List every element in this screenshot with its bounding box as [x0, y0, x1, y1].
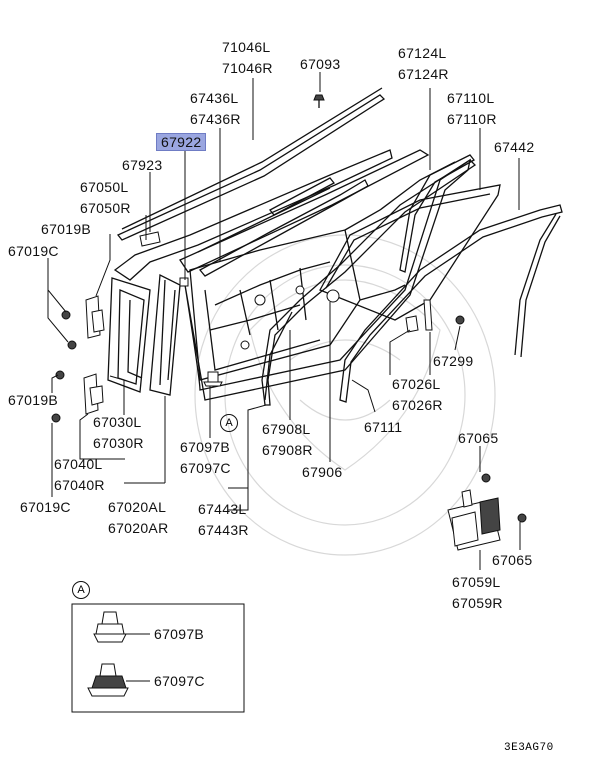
clip-67097-drawing — [203, 371, 223, 387]
label-67923[interactable]: 67923 — [122, 157, 163, 173]
label-67908l[interactable]: 67908L — [262, 421, 311, 437]
door-frame-weatherstrip-drawing — [261, 154, 477, 406]
regulator-motor-drawing — [447, 473, 527, 551]
label-67019b-mid[interactable]: 67019B — [8, 392, 59, 408]
cap-67906-drawing — [326, 289, 340, 303]
label-67030l[interactable]: 67030L — [93, 414, 142, 430]
label-67020al[interactable]: 67020AL — [108, 499, 167, 515]
label-67922-highlighted[interactable]: 67922 — [156, 133, 207, 151]
label-67026l[interactable]: 67026L — [392, 376, 441, 392]
hinge-drawing — [83, 295, 105, 415]
part-67923-drawing — [139, 231, 161, 247]
strip-67908-drawing — [264, 311, 293, 401]
label-67442[interactable]: 67442 — [494, 139, 535, 155]
belt-molding-drawing — [116, 87, 386, 241]
label-67436l[interactable]: 67436L — [190, 90, 239, 106]
detail-box-marker-a: A — [72, 581, 90, 599]
label-67093[interactable]: 67093 — [300, 56, 341, 72]
detail-label-67097c[interactable]: 67097C — [154, 673, 205, 689]
watermark-seal — [194, 234, 496, 556]
label-67019c-top[interactable]: 67019C — [8, 243, 59, 259]
label-67110l[interactable]: 67110L — [447, 90, 495, 106]
label-67097b[interactable]: 67097B — [180, 439, 231, 455]
part-67922-drawing — [179, 277, 189, 287]
run-channel-drawing — [405, 299, 465, 333]
label-67065-bot[interactable]: 67065 — [492, 552, 533, 568]
label-67050l[interactable]: 67050L — [80, 179, 129, 195]
label-67030r[interactable]: 67030R — [93, 435, 144, 451]
label-67097c[interactable]: 67097C — [180, 460, 231, 476]
callout-marker-a: A — [220, 414, 238, 432]
diagram-code: 3E3AG70 — [504, 742, 554, 754]
label-67110r[interactable]: 67110R — [447, 111, 497, 127]
detail-label-67097b[interactable]: 67097B — [154, 626, 205, 642]
label-67019b-top[interactable]: 67019B — [41, 221, 92, 237]
label-67443l[interactable]: 67443L — [198, 501, 247, 517]
bolts-67019-drawing — [51, 310, 77, 423]
detail-box-frame — [71, 603, 245, 713]
label-67124l[interactable]: 67124L — [398, 45, 447, 61]
label-67111[interactable]: 67111 — [364, 419, 403, 435]
label-71046r[interactable]: 71046R — [222, 60, 273, 76]
inner-weatherstrip-drawing — [198, 179, 369, 277]
label-67124r[interactable]: 67124R — [398, 66, 449, 82]
label-67059r[interactable]: 67059R — [452, 595, 503, 611]
outer-weatherstrip-drawing — [339, 204, 563, 403]
label-67040l[interactable]: 67040L — [54, 456, 103, 472]
label-67908r[interactable]: 67908R — [262, 442, 313, 458]
label-67065-top[interactable]: 67065 — [458, 430, 499, 446]
label-67906[interactable]: 67906 — [302, 464, 343, 480]
window-glass-drawing — [319, 184, 501, 321]
leader-lines — [47, 72, 521, 570]
screw-67093-drawing — [313, 94, 325, 108]
label-67026r[interactable]: 67026R — [392, 397, 443, 413]
label-67436r[interactable]: 67436R — [190, 111, 241, 127]
label-67020ar[interactable]: 67020AR — [108, 520, 169, 536]
label-67059l[interactable]: 67059L — [452, 574, 501, 590]
label-67443r[interactable]: 67443R — [198, 522, 249, 538]
label-71046l[interactable]: 71046L — [222, 39, 271, 55]
label-67050r[interactable]: 67050R — [80, 200, 131, 216]
label-67040r[interactable]: 67040R — [54, 477, 105, 493]
label-67019c-bot[interactable]: 67019C — [20, 499, 71, 515]
label-67299[interactable]: 67299 — [433, 353, 474, 369]
